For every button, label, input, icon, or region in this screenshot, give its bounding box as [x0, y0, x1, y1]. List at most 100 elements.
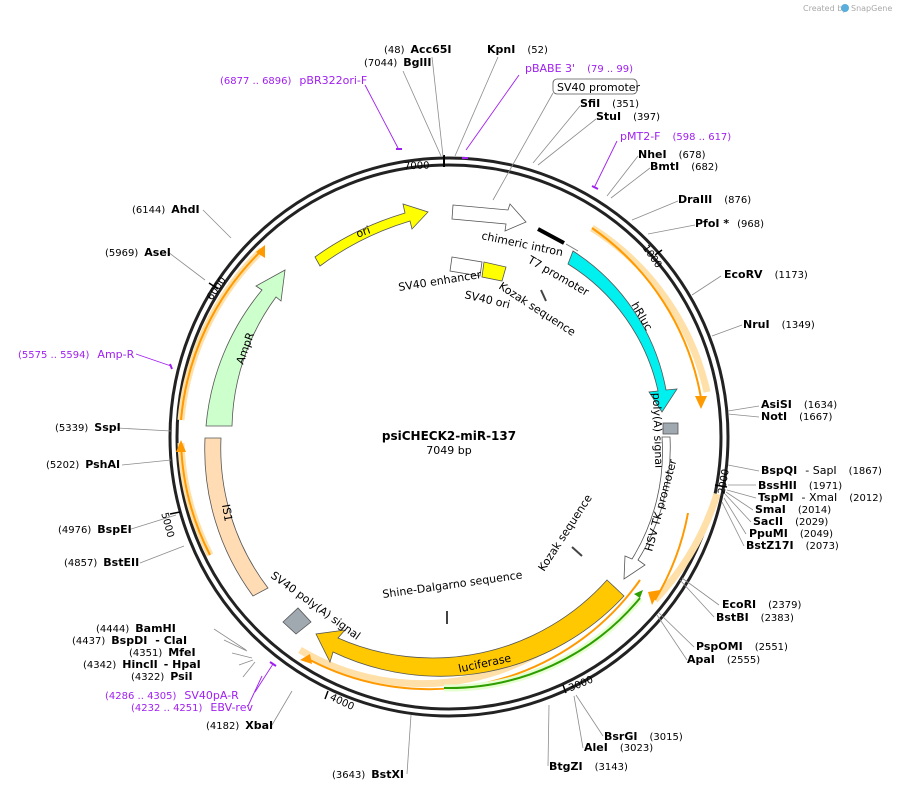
- features: ori chimeric intron T7 promoter SV40 enh…: [176, 78, 721, 692]
- ori-label: ori: [354, 224, 372, 241]
- site-bstxi: (3643)BstXI: [332, 768, 404, 781]
- primer-pbr322ori-f: (6877 .. 6896)pBR322ori-F: [220, 74, 367, 87]
- site-alei: AleI(3023): [584, 741, 653, 754]
- sv40-promoter-label: SV40 promoter: [557, 81, 641, 94]
- orange-arc-right: [654, 512, 689, 601]
- tick-label-2000: 2000: [717, 468, 732, 495]
- primer-ebv-rev: (4232 .. 4251)EBV-rev: [131, 701, 253, 714]
- sv40-promoter-box: [552, 78, 638, 95]
- app-name-label: SnapGene: [851, 4, 892, 13]
- site-ecori: EcoRI(2379): [722, 598, 802, 611]
- site-draiii: DraIII(876): [678, 193, 751, 206]
- luciferase-outer-head: [300, 654, 312, 664]
- sv40-polya-box: [282, 607, 312, 635]
- orange-arc-top: [591, 227, 702, 399]
- backbone: [168, 156, 730, 718]
- sv40-enhancer-box: [449, 256, 483, 277]
- plasmid-size: 7049 bp: [426, 444, 471, 457]
- site-bspdi-clai: (4437)BspDI- ClaI: [72, 634, 187, 647]
- site-bsteii: (4857)BstEII: [64, 556, 139, 569]
- hsv-tk-promoter-label: HSV TK promoter: [642, 457, 679, 552]
- site-asei: (5969)AseI: [105, 246, 171, 259]
- site-sfii: SfiI(351): [580, 97, 639, 110]
- orange-arc-left2: [180, 442, 211, 556]
- backbone-outer-ring: [168, 156, 730, 718]
- orange-arc-top-head: [695, 396, 707, 409]
- snapgene-logo-icon: [841, 4, 849, 12]
- sv40-polya-label: SV40 poly(A) signal: [268, 569, 363, 643]
- site-sacii: SacII(2029): [753, 515, 828, 528]
- tick-mark-6000: [208, 282, 219, 290]
- primer-pbabe-3: pBABE 3'(79 .. 99): [525, 62, 633, 75]
- site-pshai: (5202)PshAI: [46, 458, 120, 471]
- tick-mark-1000: [654, 249, 663, 256]
- is1-label: IS1: [219, 503, 235, 522]
- t7-arrowhead-mark: [565, 243, 579, 252]
- site-noti: NotI(1667): [761, 410, 832, 423]
- orange-arc-right-head: [648, 590, 660, 605]
- site-bstbi: BstBI(2383): [716, 611, 794, 624]
- ampr-arrow: [205, 269, 286, 427]
- site-btgzi: BtgZI(3143): [549, 760, 628, 773]
- backbone-inner-ring: [175, 163, 723, 711]
- kozak-right-mark: [571, 546, 583, 557]
- luciferase-arrow: [315, 579, 625, 677]
- site-sspi: (5339)SspI: [55, 421, 121, 434]
- site-acc65i: (48)Acc65I: [384, 43, 452, 56]
- site-bmti: BmtI(682): [650, 160, 718, 173]
- primer-sv40pa-r: (4286 .. 4305)SV40pA-R: [105, 689, 239, 702]
- primer-pmt2-f: pMT2-F(598 .. 617): [620, 130, 731, 143]
- green-orf-head: [634, 590, 643, 598]
- chimeric-intron-label: chimeric intron: [480, 229, 564, 259]
- site-bsshii: BssHII(1971): [758, 479, 842, 492]
- t7-promoter-mark: [537, 227, 565, 245]
- tick-mark-5000: [169, 511, 181, 515]
- site-xbai: (4182)XbaI: [206, 719, 273, 732]
- site-kpni: KpnI(52): [487, 43, 548, 56]
- green-orf-arc: [443, 597, 641, 690]
- kozak-right-label: Kozak sequence: [536, 492, 595, 574]
- tick-mark-4000: [324, 690, 329, 700]
- plasmid-name: psiCHECK2-miR-137: [382, 429, 516, 443]
- site-bamhi: (4444)BamHI: [96, 622, 176, 635]
- site-psii: (4322)PsiI: [131, 670, 193, 683]
- orange-arc-left-head: [256, 245, 265, 258]
- site-bspei: (4976)BspEI: [58, 523, 132, 536]
- shine-dalgarno-label: Shine-Dalgarno sequence: [382, 568, 524, 601]
- primer-amp-r: (5575 .. 5594)Amp-R: [18, 348, 135, 361]
- site-labels: (48)Acc65I (7044)BglII KpnI(52) SfiI(351…: [46, 43, 883, 781]
- is1-box: [204, 437, 269, 597]
- site-bsrgi: BsrGI(3015): [604, 730, 683, 743]
- polya-signal-label: poly(A) signal: [650, 392, 666, 468]
- ori-arrow: [314, 203, 429, 267]
- site-mfei: (4351)MfeI: [129, 646, 196, 659]
- tick-label-3000: 3000: [567, 675, 595, 695]
- tick-mark-3000: [562, 684, 567, 694]
- site-tspmi-xmai: TspMI- XmaI(2012): [758, 491, 883, 504]
- site-asisi: AsiSI(1634): [761, 398, 837, 411]
- site-smai: SmaI(2014): [755, 503, 831, 516]
- site-ahdi: (6144)AhdI: [132, 203, 200, 216]
- site-leaders: [116, 56, 760, 775]
- polya-signal-box: [662, 422, 679, 435]
- site-hincii-hpai: (4342)HincII- HpaI: [83, 658, 201, 671]
- site-apai: ApaI(2555): [687, 653, 760, 666]
- site-ppumi: PpuMI(2049): [749, 527, 833, 540]
- sv40-ori-box: [481, 261, 507, 282]
- site-stui: StuI(397): [596, 110, 660, 123]
- orange-arc-right-halo: [652, 492, 721, 603]
- kozak-top-mark: [540, 289, 547, 302]
- created-by-label: Created by: [803, 4, 847, 13]
- site-nhei: NheI(678): [638, 148, 706, 161]
- site-bstz17i: BstZ17I(2073): [746, 539, 839, 552]
- orange-arc-left: [180, 249, 263, 421]
- site-pfoi: PfoI *(968): [695, 217, 764, 230]
- hrluc-arrow: [567, 250, 678, 413]
- site-ecorv: EcoRV(1173): [724, 268, 808, 281]
- orange-arc-left2-head: [176, 440, 186, 452]
- hsv-tk-promoter-arrow: [623, 436, 671, 580]
- tick-label-7000: 7000: [404, 160, 430, 172]
- tick-mark-2000: [714, 484, 728, 488]
